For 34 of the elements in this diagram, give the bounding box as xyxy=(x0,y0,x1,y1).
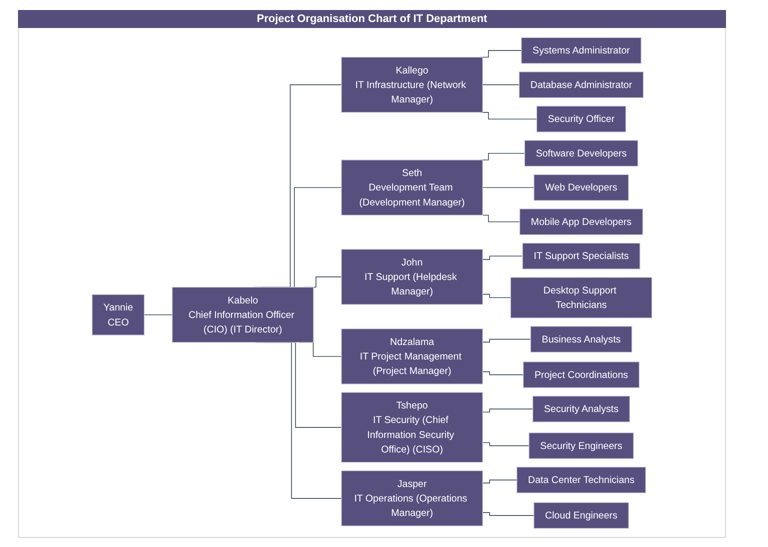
node-box: Business Analysts xyxy=(530,326,632,353)
node-box: Kabelo Chief Information Officer (CIO) (IT Director) xyxy=(172,286,314,343)
connector xyxy=(482,480,518,484)
node-box: John IT Support (Helpdesk Manager) xyxy=(341,248,484,305)
node-box: Security Analysts xyxy=(532,396,630,422)
title-bar: Project Organisation Chart of IT Department xyxy=(18,10,726,28)
connector xyxy=(482,512,534,516)
connector xyxy=(482,187,534,188)
connector xyxy=(482,338,531,342)
node-box: IT Support Specialists xyxy=(522,242,640,270)
node-box: Software Developers xyxy=(524,140,638,167)
node-box: Project Coordinations xyxy=(522,361,640,388)
node-box: Seth Development Team (Development Manager) xyxy=(341,160,484,216)
connector xyxy=(482,294,511,298)
node-box: Database Administrator xyxy=(518,72,644,98)
node-box: Kallego IT Infrastructure (Network Manager) xyxy=(341,56,484,113)
node-box: Tshepo IT Security (Chief Information Security Office) (CISO) xyxy=(341,392,484,463)
node-box: Mobile App Developers xyxy=(519,208,644,236)
connector xyxy=(144,314,173,316)
node-box: Web Developers xyxy=(534,174,629,201)
node-box: Ndzalama IT Project Management (Project Manager) xyxy=(341,328,484,384)
connector xyxy=(482,442,530,446)
node-box: Desktop Support Technicians xyxy=(510,277,652,318)
connector xyxy=(482,256,523,260)
connector xyxy=(482,408,534,412)
node-box: Data Center Technicians xyxy=(516,466,646,494)
node-box: Cloud Engineers xyxy=(534,502,629,529)
node-box: Security Officer xyxy=(536,106,626,132)
node-box: Systems Administrator xyxy=(521,37,642,64)
node-box: Jasper IT Operations (Operations Manager) xyxy=(341,470,484,526)
connector xyxy=(482,371,524,376)
node-box: Yannie CEO xyxy=(92,294,145,336)
node-box: Security Engineers xyxy=(528,432,634,460)
connector xyxy=(482,84,520,86)
